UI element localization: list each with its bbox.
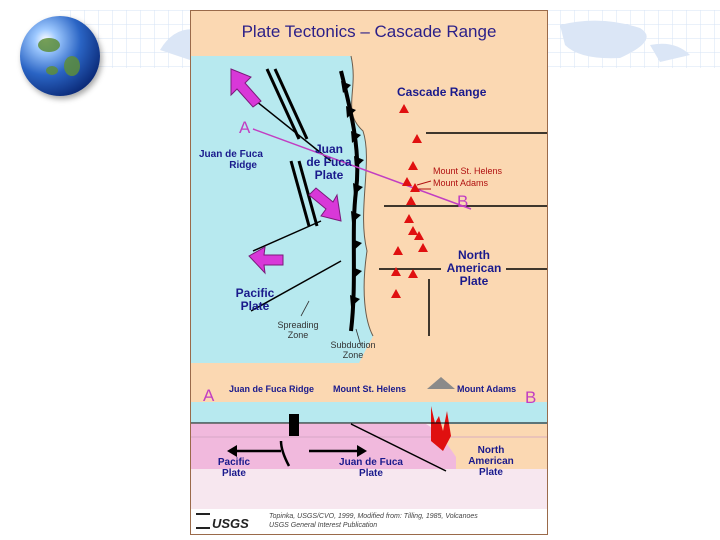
- jdf-plate-line1: Juan: [314, 142, 343, 156]
- usgs-wave-icon: [196, 513, 210, 529]
- pacific-line1: Pacific: [235, 286, 275, 300]
- xs-pacific-line1: Pacific: [217, 457, 251, 468]
- credit-line1: Topinka, USGS/CVO, 1999, Modified from: …: [269, 513, 478, 520]
- xs-pacific-plate-label: Pacific Plate: [211, 457, 257, 479]
- spreading-line2: Zone: [287, 329, 309, 340]
- na-line1: North: [458, 248, 490, 262]
- jdf-ridge-line1: Juan de Fuca: [199, 149, 263, 160]
- diagram-panel: Plate Tectonics – Cascade Range Cascade …: [190, 10, 548, 535]
- xs-north-american-label: North American Plate: [459, 445, 523, 478]
- xs-jdf-plate-label: Juan de Fuca Plate: [331, 457, 411, 479]
- footer: USGS Topinka, USGS/CVO, 1999, Modified f…: [191, 509, 547, 534]
- xs-na-line3: Plate: [479, 467, 503, 478]
- xs-na-line1: North: [477, 445, 505, 456]
- subduction-line2: Zone: [342, 349, 364, 360]
- section-a-label: A: [239, 118, 251, 137]
- xs-jdf-ridge-label: Juan de Fuca Ridge: [229, 384, 315, 394]
- spreading-zone-label: Spreading Zone: [273, 320, 323, 341]
- xs-mount-adams-label: Mount Adams: [457, 384, 517, 394]
- north-american-label: North American Plate: [441, 248, 507, 289]
- cascade-range-label: Cascade Range: [397, 85, 487, 99]
- pacific-plate-label: Pacific Plate: [227, 286, 283, 314]
- pacific-line2: Plate: [240, 299, 270, 314]
- subduction-line1: Subduction: [330, 340, 376, 350]
- cross-section-b-label: B: [525, 388, 537, 407]
- jdf-ridge-label: Juan de Fuca Ridge: [199, 149, 263, 171]
- jdf-ridge-line2: Ridge: [229, 160, 257, 171]
- page-title: Plate Tectonics – Cascade Range: [241, 22, 497, 41]
- xs-jdf-line2: Plate: [359, 468, 383, 479]
- usgs-logo-text: USGS: [212, 516, 249, 531]
- spreading-line1: Spreading: [277, 320, 319, 330]
- jdf-plate-label: Juan de Fuca Plate: [299, 142, 359, 183]
- cross-section-a-label: A: [203, 386, 215, 405]
- subduction-zone-label: Subduction Zone: [323, 340, 383, 361]
- credit-line2: USGS General Interest Publication: [269, 522, 378, 530]
- xs-jdf-line1: Juan de Fuca: [339, 457, 403, 468]
- jdf-plate-line3: Plate: [314, 168, 344, 183]
- jdf-plate-line2: de Fuca: [306, 155, 352, 170]
- na-line2: American: [446, 261, 502, 276]
- credit-text: Topinka, USGS/CVO, 1999, Modified from: …: [269, 512, 478, 531]
- xs-mount-st-helens-label: Mount St. Helens: [333, 384, 407, 394]
- na-line3: Plate: [459, 274, 489, 289]
- usgs-logo: USGS: [196, 513, 249, 531]
- mount-adams-label: Mount Adams: [433, 178, 489, 188]
- xs-na-line2: American: [468, 456, 514, 467]
- xs-pacific-line2: Plate: [222, 468, 246, 479]
- globe-icon: [20, 16, 100, 96]
- section-b-label: B: [457, 192, 469, 211]
- mount-st-helens-label: Mount St. Helens: [433, 166, 503, 176]
- map-graphic: [191, 55, 547, 509]
